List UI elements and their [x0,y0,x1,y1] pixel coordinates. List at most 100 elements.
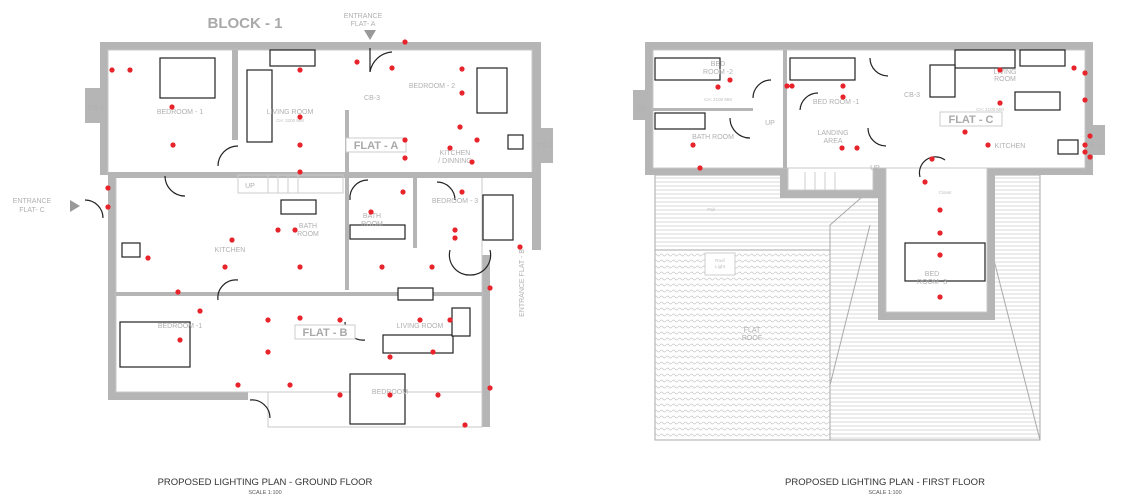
room-label: / DINNING [438,158,471,165]
light-fixture-icon [127,67,133,73]
room-label: ROOM [994,76,1016,83]
room-label: BED ROOM -1 [813,99,859,106]
room-label: BED [925,271,939,278]
sofa [451,307,471,337]
entrance-arrow-icon [364,30,376,40]
svg-text:FLAT - A: FLAT - A [354,140,399,152]
sofa [269,49,316,67]
light-fixture-icon [265,349,271,355]
cooker [507,134,524,150]
stair-up-label: UP [245,183,255,190]
light-fixture-icon [402,137,408,143]
entrance-flat-a-label: ENTRANCE [344,13,383,20]
room-label: KITCHEN [440,150,471,157]
partition-wall [653,108,753,111]
light-fixture-icon [337,392,343,398]
light-fixture-icon [784,83,790,89]
room-label: ROOM [297,231,319,238]
closet-label: Closet [939,190,953,195]
stair-up-label: UP [765,120,775,127]
first-floor-plan: FLAT - C BED ROOM -2 CH: 2100 MM BATH RO… [633,42,1105,496]
light-fixture-icon [109,67,115,73]
light-fixture-icon [417,317,423,323]
double-bed [904,242,986,282]
cb2-chimney [85,88,100,123]
partition-wall [116,292,482,296]
light-fixture-icon [1071,65,1077,71]
light-fixture-icon [105,204,111,210]
cb-label: CB [636,105,646,112]
light-fixture-icon [452,235,458,241]
cb1-chimney [1093,125,1105,155]
light-fixture-icon [452,227,458,233]
cb1-chimney [541,128,553,163]
room-label: AREA [823,138,842,145]
light-fixture-icon [297,114,303,120]
first-floor-title: PROPOSED LIGHTING PLAN - FIRST FLOOR [785,477,985,488]
cb-label: CB-1 [537,143,553,150]
light-fixture-icon [457,124,463,130]
room-label: LIVING ROOM [397,323,444,330]
light-fixture-icon [1087,133,1093,139]
room-label: KITCHEN [215,247,246,254]
light-fixture-icon [387,354,393,360]
light-fixture-icon [985,142,991,148]
sofa [397,287,434,301]
light-fixture-icon [292,227,298,233]
doors [729,57,946,178]
cb-label: CB-1 [1085,142,1101,149]
staircase [804,172,836,190]
partition-wall [232,50,238,140]
light-fixture-icon [389,65,395,71]
room-label: BED [711,61,725,68]
light-fixture-icon [175,289,181,295]
light-fixture-icon [229,237,235,243]
room-label: ROOM -3 [917,279,947,286]
light-fixture-icon [459,66,465,72]
single-bed [789,57,856,81]
light-fixtures [105,39,523,428]
stair-up-label: UP [870,165,880,172]
single-bed [476,67,508,114]
light-fixture-icon [447,317,453,323]
entrance-flat-c-label: ENTRANCE [13,198,52,205]
light-fixture-icon [379,264,385,270]
light-fixture-icon [297,264,303,270]
flat-c-tag: FLAT - C [939,111,1003,127]
light-fixture-icon [430,349,436,355]
light-fixture-icon [997,67,1003,73]
light-fixture-icon [1082,149,1088,155]
light-fixture-icon [400,189,406,195]
partition-wall [345,110,349,290]
bathtub [280,199,317,215]
ground-floor-plan: BLOCK - 1 ENTRANCE FLAT- A ENTRANCE FLAT… [13,13,553,496]
furniture [119,49,524,425]
entrance-flat-a-label: FLAT- A [351,21,376,28]
sofa [1019,49,1066,67]
light-fixture-icon [487,285,493,291]
cooker [121,242,141,258]
light-fixture-icon [1087,154,1093,160]
light-fixture-icon [402,155,408,161]
flat-roof-label: ROOF [742,335,762,342]
light-fixture-icon [265,317,271,323]
light-fixture-icon [354,59,360,65]
light-fixture-icon [459,90,465,96]
light-fixture-icon [487,385,493,391]
light-fixture-icon [337,317,343,323]
single-bed [654,57,721,81]
light-fixture-icon [839,145,845,151]
room-label: LANDING [817,130,848,137]
light-fixture-icon [937,252,943,258]
partition-wall [413,178,417,248]
room-label: BATH ROOM [692,134,734,141]
cb-label: CB-3 [364,95,380,102]
stair-area [787,167,874,191]
entrance-flat-c-label: FLAT- C [19,207,45,214]
sofa [954,49,1016,69]
room-label: BEDROOM - 2 [409,83,455,90]
cb-chimney [633,90,645,120]
ceiling-height: CH: 3200 MM [276,118,304,123]
bedroom3-area [885,167,988,313]
